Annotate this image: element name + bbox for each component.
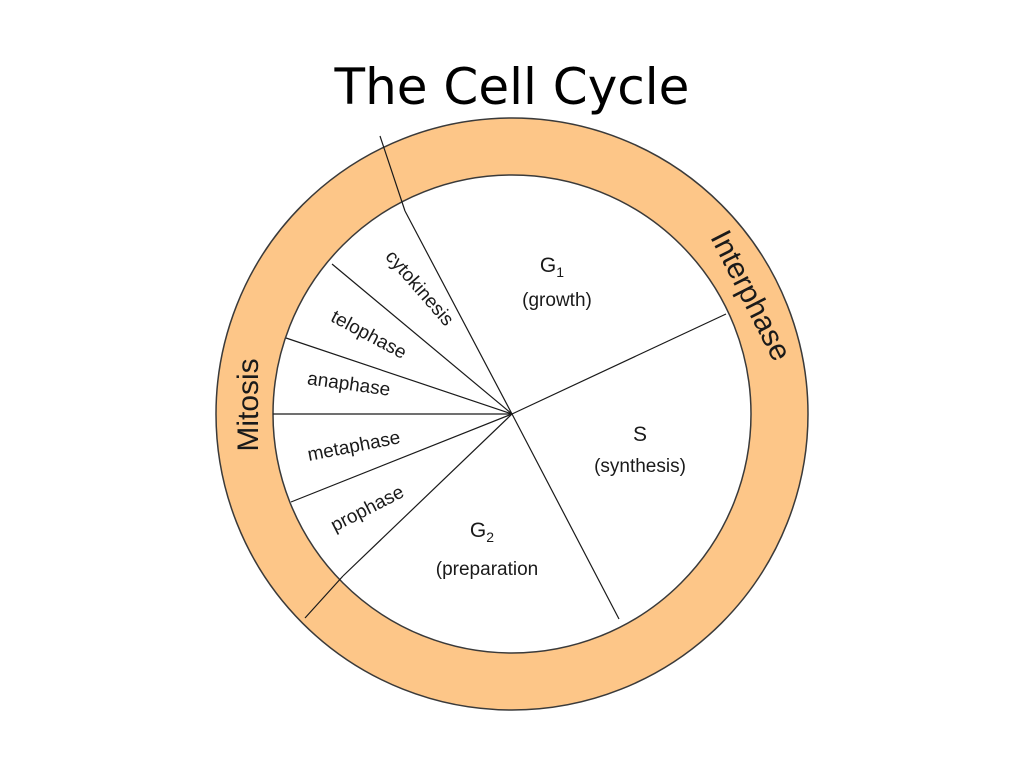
g2-subscript: 2 xyxy=(486,529,494,545)
g1-label: G1 (growth) xyxy=(522,254,592,311)
sector-line-g2-prophase xyxy=(342,413,513,577)
ring-divider-top xyxy=(379,135,406,212)
g2-label: G2 (preparation xyxy=(436,519,538,580)
g1-letter: G xyxy=(540,254,556,277)
svg-text:G2: G2 xyxy=(470,519,494,545)
sector-line-s-g2 xyxy=(511,413,620,620)
g2-letter: G xyxy=(470,519,486,542)
ring-divider-bottom xyxy=(304,575,344,619)
sector-line-metaphase-prophase xyxy=(290,413,513,503)
sector-line-g1-cytokinesis xyxy=(404,210,513,415)
mitosis-ring-label: Mitosis xyxy=(232,358,265,451)
sector-line-cytokinesis-telophase xyxy=(331,263,513,415)
s-label: S (synthesis) xyxy=(594,423,686,477)
g1-subscript: 1 xyxy=(556,264,564,280)
sector-line-telophase-anaphase xyxy=(285,337,513,415)
sector-line-g1-s xyxy=(511,313,727,415)
svg-text:G1: G1 xyxy=(540,254,564,280)
sector-lines xyxy=(273,210,727,620)
slide-title: The Cell Cycle xyxy=(334,58,690,116)
g1-desc: (growth) xyxy=(522,290,592,311)
s-letter: S xyxy=(633,423,647,446)
g2-desc: (preparation xyxy=(436,559,538,580)
s-desc: (synthesis) xyxy=(594,456,686,477)
